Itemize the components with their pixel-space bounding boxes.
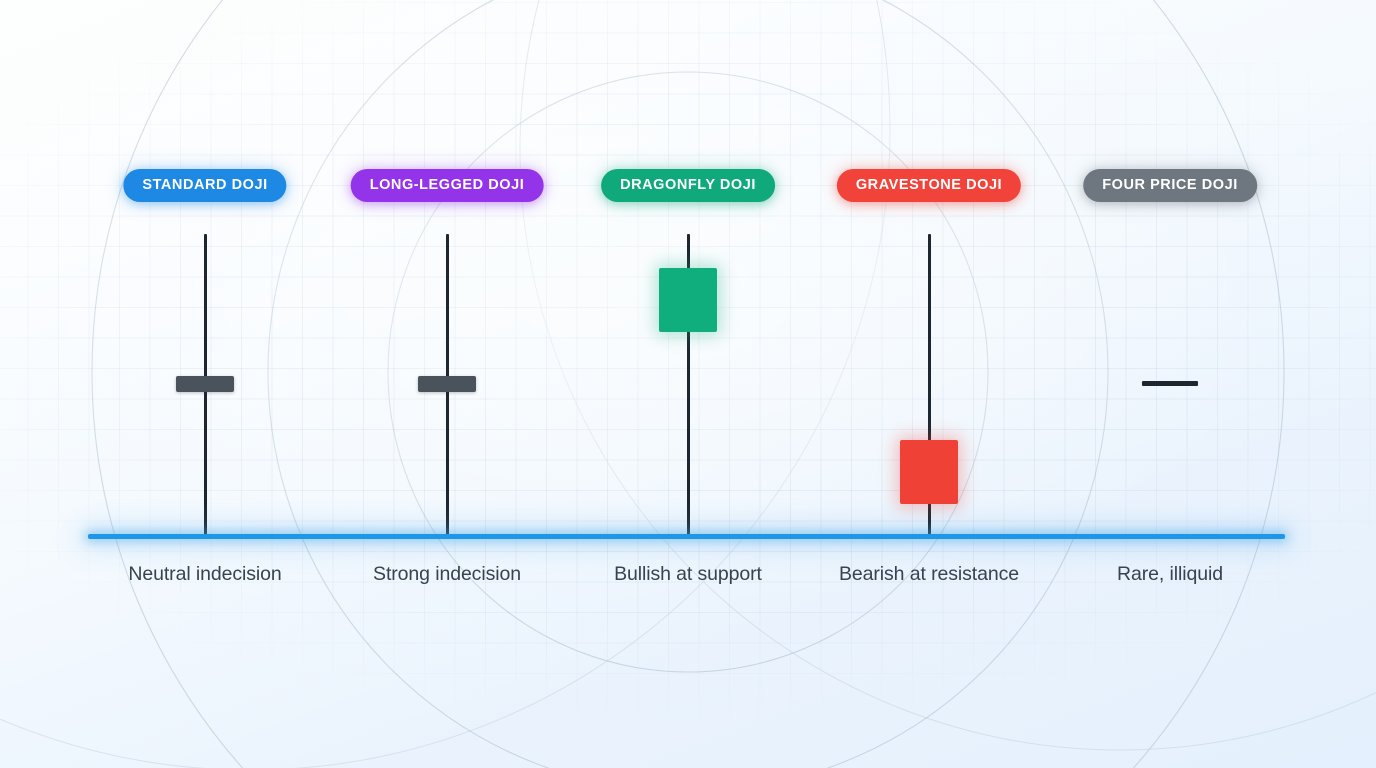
pattern-badge[interactable]: STANDARD DOJI	[123, 169, 287, 202]
pattern-column: LONG-LEGGED DOJI Strong indecision	[327, 0, 567, 768]
candle-body	[900, 440, 958, 504]
candle-body	[1142, 381, 1198, 386]
pattern-column: STANDARD DOJI Neutral indecision	[85, 0, 325, 768]
pattern-caption: Rare, illiquid	[1117, 563, 1223, 585]
pattern-badge[interactable]: DRAGONFLY DOJI	[601, 169, 775, 202]
pattern-badge[interactable]: FOUR PRICE DOJI	[1083, 169, 1257, 202]
pattern-column: DRAGONFLY DOJI Bullish at support	[568, 0, 808, 768]
pattern-badge[interactable]: LONG-LEGGED DOJI	[350, 169, 544, 202]
candle-wick	[686, 234, 690, 537]
pattern-caption: Bearish at resistance	[839, 563, 1019, 585]
candle-body	[659, 268, 717, 332]
pattern-column: FOUR PRICE DOJI Rare, illiquid	[1050, 0, 1290, 768]
candle-body	[418, 376, 476, 392]
pattern-badge[interactable]: GRAVESTONE DOJI	[836, 169, 1022, 202]
candle-wick	[927, 234, 931, 537]
pattern-column: GRAVESTONE DOJI Bearish at resistance	[809, 0, 1049, 768]
pattern-caption: Strong indecision	[373, 563, 521, 585]
pattern-caption: Bullish at support	[614, 563, 762, 585]
price-baseline	[88, 534, 1285, 539]
candle-body	[176, 376, 234, 392]
pattern-caption: Neutral indecision	[128, 563, 282, 585]
